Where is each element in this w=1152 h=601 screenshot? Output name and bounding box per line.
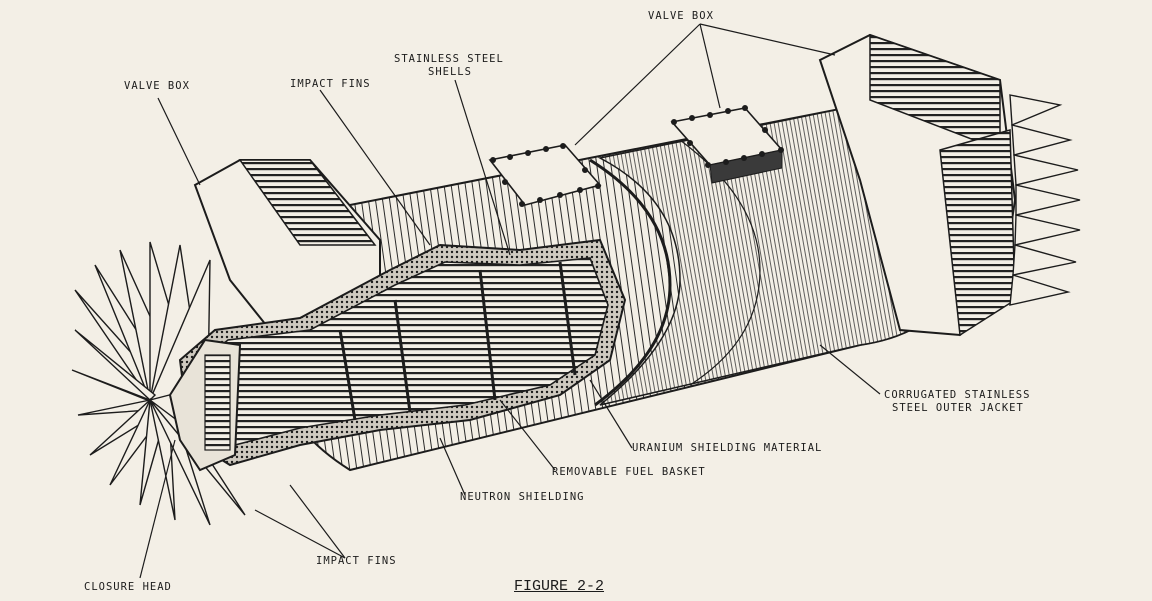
label-neutron-shielding: NEUTRON SHIELDING <box>460 491 585 503</box>
valve-box-right <box>818 33 1017 337</box>
label-valve-box-top: VALVE BOX <box>648 10 714 22</box>
label-stainless-steel-shells-2: SHELLS <box>428 66 472 78</box>
figure-caption: FIGURE 2-2 <box>514 578 605 595</box>
valve-plate-right <box>670 105 784 184</box>
label-corrugated-jacket-2: STEEL OUTER JACKET <box>892 402 1024 414</box>
label-impact-fins-bottom: IMPACT FINS <box>316 555 397 567</box>
label-uranium-shielding: URANIUM SHIELDING MATERIAL <box>632 442 823 454</box>
label-valve-box-left: VALVE BOX <box>124 80 190 92</box>
closure-head <box>168 338 242 472</box>
leader-lines <box>139 23 881 579</box>
valve-plate-middle <box>488 143 602 207</box>
label-removable-fuel-basket: REMOVABLE FUEL BASKET <box>552 466 706 478</box>
label-impact-fins-top: IMPACT FINS <box>290 78 371 90</box>
impact-fins-right <box>1009 94 1081 306</box>
label-stainless-steel-shells-1: STAINLESS STEEL <box>394 53 504 65</box>
label-corrugated-jacket-1: CORRUGATED STAINLESS <box>884 389 1031 401</box>
removable-fuel-basket <box>199 257 609 446</box>
impact-fins-left <box>71 241 246 526</box>
label-closure-head: CLOSURE HEAD <box>84 581 172 593</box>
